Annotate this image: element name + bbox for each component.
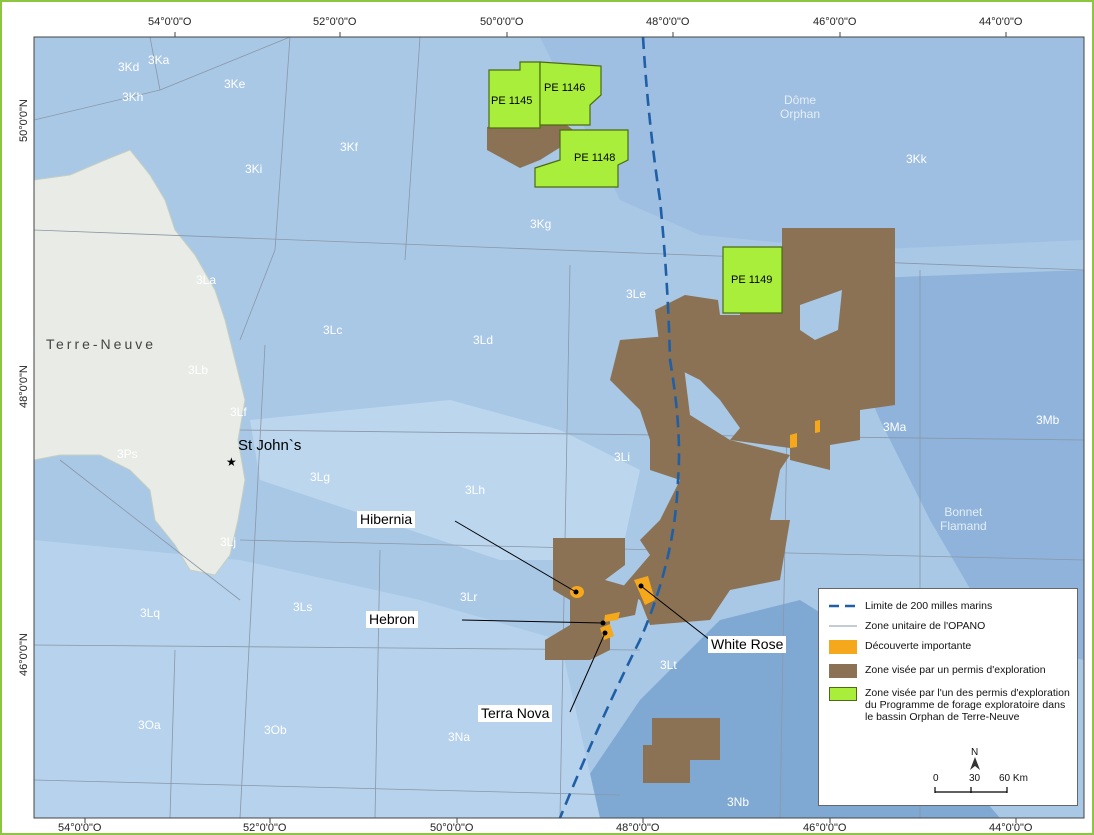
orphan-permits [488,61,783,314]
zone-label: 3Lg [310,470,331,484]
coord-top-54: 54°0'0"O [148,16,192,28]
permit-pe1149 [722,246,783,314]
zone-label: 3Ka [148,53,170,67]
scale-line [934,787,1008,793]
coord-bottom-54: 54°0'0"O [58,822,102,834]
zone-label: 3Li [614,450,631,464]
field-label-hebron: Hebron [366,611,418,628]
discoveries [570,420,820,640]
zone-label: 3Lh [465,483,486,497]
field-label-white-rose: White Rose [708,636,787,653]
field-dots [573,583,644,636]
discovery-white-rose [634,576,655,605]
north-label: N [971,747,979,758]
legend-label: Zone visée par l'un des permis d'explora… [865,687,1070,723]
coord-top-44: 44°0'0"O [979,16,1023,28]
legend-item-boundary: Limite de 200 milles marins [829,600,1070,612]
zone-label: 3Oa [138,718,161,732]
zone-label: 3Lc [323,323,343,337]
dashed-line-icon [829,604,857,608]
field-label-terra-nova: Terra Nova [478,705,553,722]
grand-banks-shelf [34,540,600,818]
coord-top-46: 46°0'0"O [813,16,857,28]
land-label-newfoundland: Terre-Neuve [46,336,157,352]
coord-bottom-44: 44°0'0"O [989,822,1033,834]
zone-label: 3Na [448,730,471,744]
coord-left-48n: 48°0'0"N [18,365,30,408]
coord-top-50: 50°0'0"O [480,16,524,28]
zone-label: 3Mb [1036,413,1060,427]
permit-label-pe1145: PE 1145 [491,95,533,107]
newfoundland-land [34,149,246,576]
zone-label: 3Kf [340,140,359,154]
zone-label: 3Lq [140,606,161,620]
nafo-grid [34,37,1084,818]
coord-left-46n: 46°0'0"N [18,633,30,676]
legend-label: Zone unitaire de l'OPANO [865,620,986,632]
legend-label: Limite de 200 milles marins [865,600,993,612]
coord-top-52: 52°0'0"O [313,16,357,28]
feature-flemish-cap: Bonnet Flamand [940,505,987,533]
zone-label: 3Ma [883,420,907,434]
coord-top-48: 48°0'0"O [646,16,690,28]
brown-swatch-icon [829,664,857,678]
legend-item-orphan-permit: Zone visée par l'un des permis d'explora… [829,687,1075,723]
city-star-icon: ★ [226,455,237,469]
200-mile-boundary [558,37,681,818]
permit-pe1148 [534,129,629,188]
scale-tick-label: 0 [933,773,939,784]
zone-label: 3Ke [224,77,246,91]
green-swatch-icon [829,687,857,701]
scale-tick-label: 60 Km [999,773,1028,784]
permit-pe1146 [539,61,602,126]
zone-label: 3Le [626,287,647,301]
permit-label-pe1148: PE 1148 [574,152,616,164]
map-border [33,36,1085,819]
zone-label: 3Kd [118,60,140,74]
thin-line-icon [829,625,857,627]
legend-item-nafo: Zone unitaire de l'OPANO [829,620,1070,632]
zone-label: 3Kg [530,217,552,231]
zone-label: 3Lr [460,590,478,604]
zone-label: 3Lf [230,405,247,419]
coord-left-50n: 50°0'0"N [18,99,30,142]
exploration-areas [487,120,895,783]
zone-label: 3Ki [245,162,263,176]
zone-label: 3Kk [906,152,927,166]
legend-label: Zone visée par un permis d'exploration [865,664,1046,676]
zone-label: 3Lt [660,658,677,672]
shelf-bank [250,400,640,560]
map-legend: Limite de 200 milles marins Zone unitair… [818,588,1078,806]
feature-orphan-knoll: Dôme Orphan [780,93,821,121]
graticule-ticks [84,32,1017,823]
scale-bar: N 0 30 60 Km [919,747,1039,802]
zone-label: 3La [196,273,217,287]
orphan-basin [540,37,1084,250]
coord-bottom-52: 52°0'0"O [243,822,287,834]
coord-bottom-50: 50°0'0"O [430,822,474,834]
north-arrow-icon [970,757,980,770]
legend-label: Découverte importante [865,640,972,652]
scale-tick-label: 30 [969,773,981,784]
discovery-hebron [604,612,620,622]
zone-label: 3Ls [293,600,313,614]
zone-label: 3Lj [220,535,237,549]
permit-label-pe1146: PE 1146 [544,82,586,94]
zone-label: 3Kh [122,90,144,104]
field-label-hibernia: Hibernia [357,511,416,528]
field-leader-lines [454,520,711,713]
legend-item-exploration: Zone visée par un permis d'exploration [829,664,1070,678]
orange-swatch-icon [829,640,857,654]
zone-label: 3Ld [473,333,494,347]
permit-label-pe1149: PE 1149 [731,274,773,286]
coord-bottom-46: 46°0'0"O [803,822,847,834]
legend-item-discovery: Découverte importante [829,640,1070,654]
zone-label: 3Nb [727,795,750,809]
zone-label: 3Ob [264,723,287,737]
zone-label: 3Ps [117,447,138,461]
coord-bottom-48: 48°0'0"O [616,822,660,834]
zone-label: 3Lb [188,363,209,377]
city-label-st-johns: St John`s [238,437,302,454]
